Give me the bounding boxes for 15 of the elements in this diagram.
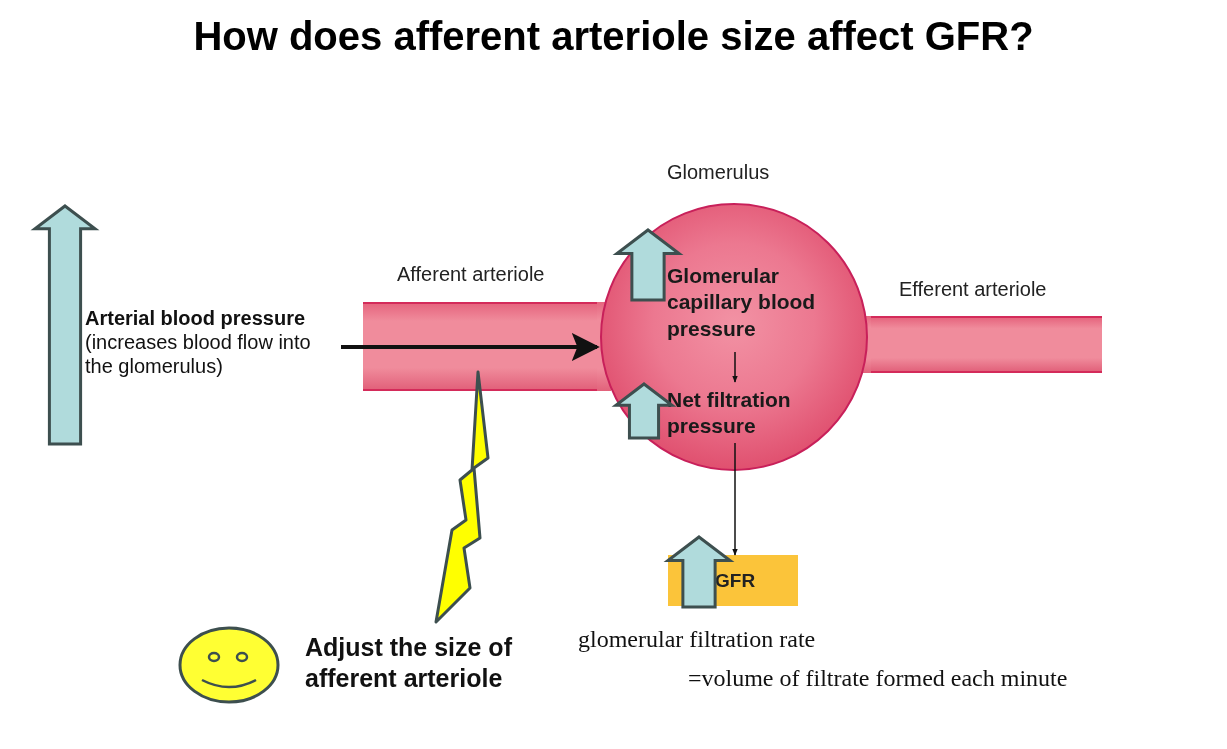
vessel-label: Afferent arteriole	[397, 262, 546, 287]
lightning-bolt	[432, 370, 492, 626]
vessel-label: Efferent arteriole	[899, 277, 1048, 302]
arrow	[341, 333, 600, 361]
heading: Arterial blood pressure	[85, 306, 307, 330]
definition-text: glomerular filtration rate	[578, 625, 817, 654]
title: How does afferent arteriole size affect GFR?	[192, 14, 1035, 59]
instruction-text: Adjust the size of afferent arteriole	[305, 632, 513, 695]
arrow	[732, 442, 738, 556]
description: (increases blood flow into the glomerulus)	[85, 330, 312, 378]
definition-text: =volume of filtrate formed each minute	[688, 664, 1069, 693]
pressure-label: Glomerular capillary blood pressure	[667, 263, 867, 342]
arrow	[732, 351, 738, 383]
blood-vessel	[871, 316, 1102, 373]
glomerulus-label: Glomerulus	[667, 161, 770, 184]
